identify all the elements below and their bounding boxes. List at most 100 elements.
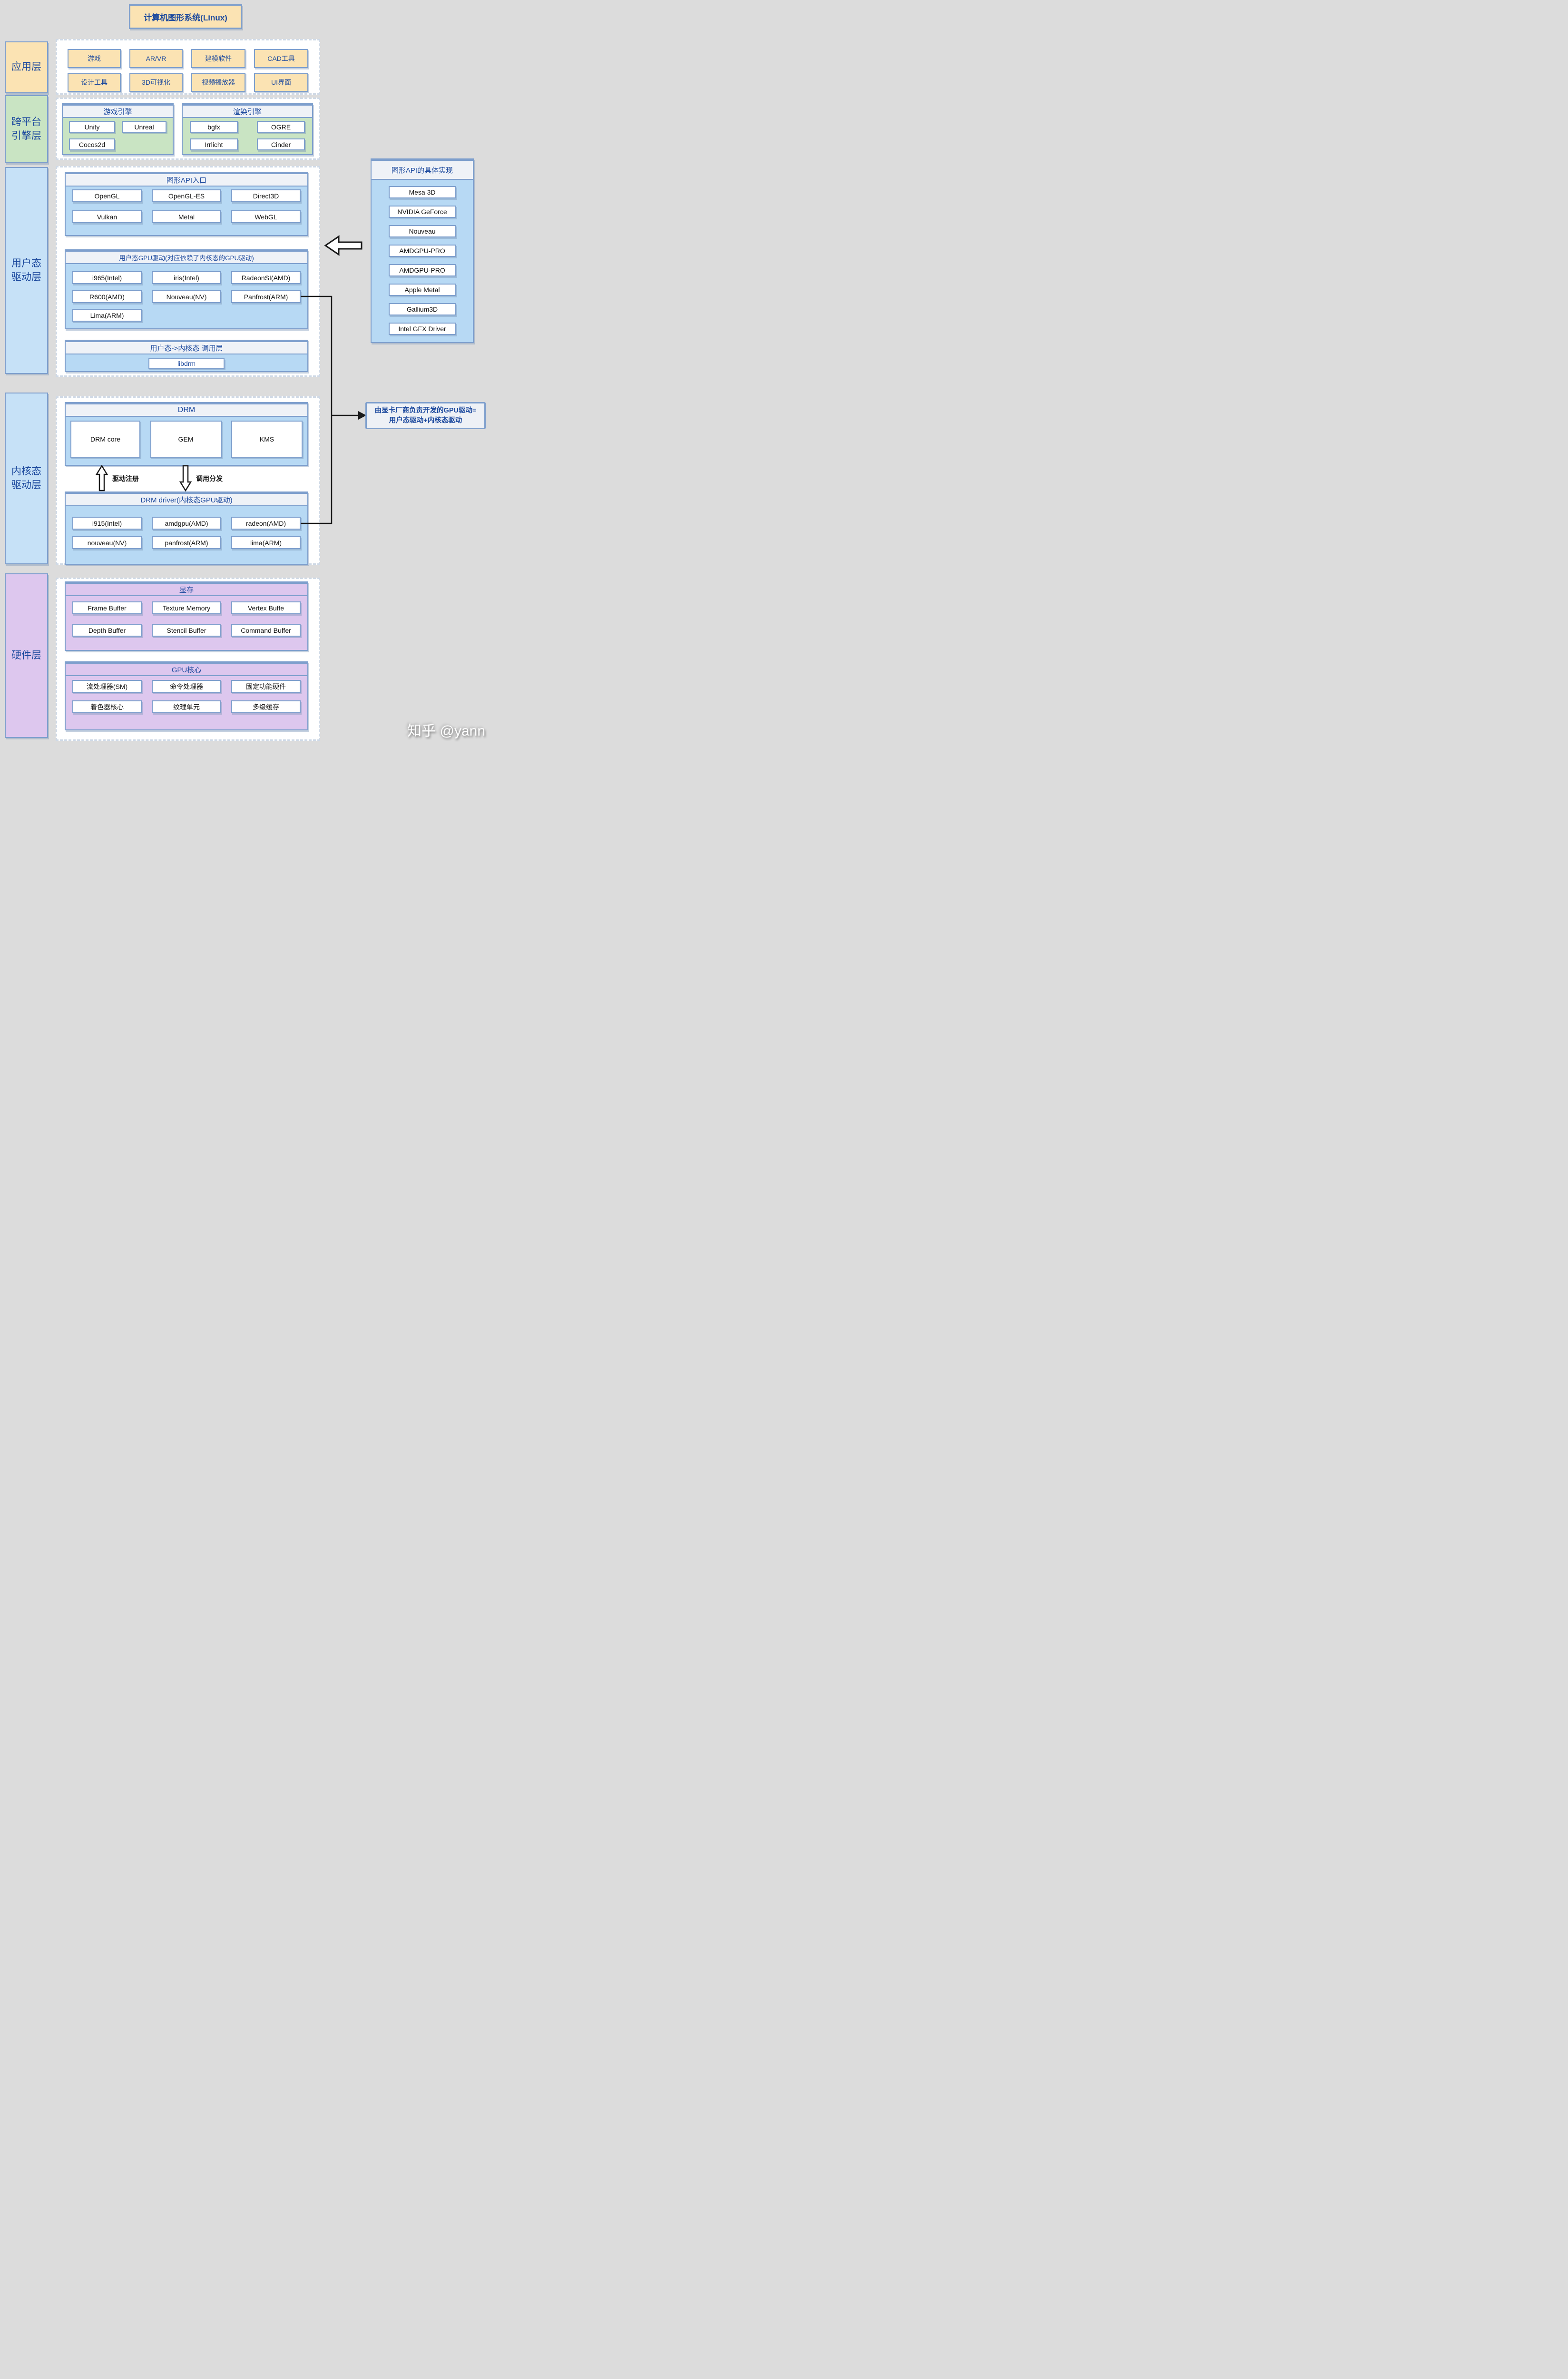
group-title: 游戏引擎 xyxy=(63,106,173,118)
vram-node: Frame Buffer xyxy=(72,601,142,614)
group-title: 用户态->内核态 调用层 xyxy=(66,342,307,354)
side-panel-node: AMDGPU-PRO xyxy=(388,264,456,276)
side-panel-node: Apple Metal xyxy=(388,284,456,296)
engine-node: Irrlicht xyxy=(190,138,238,150)
side-panel-node: Gallium3D xyxy=(388,303,456,315)
left-arrow-icon xyxy=(324,235,363,256)
vram-node: Stencil Buffer xyxy=(152,624,221,637)
libdrm-node: libdrm xyxy=(148,358,225,369)
vendor-driver-annotation: 由显卡厂商负责开发的GPU驱动= 用户态驱动+内核态驱动 xyxy=(365,402,486,429)
side-panel-node: Mesa 3D xyxy=(388,186,456,198)
userspace-driver-node: Lima(ARM) xyxy=(72,309,142,322)
api-implementations-panel: 图形API的具体实现 Mesa 3D NVIDIA GeForce Nouvea… xyxy=(371,158,474,343)
drm-driver-node: panfrost(ARM) xyxy=(152,536,221,549)
vram-node: Depth Buffer xyxy=(72,624,142,637)
gpu-core-node: 多级缓存 xyxy=(231,700,301,713)
userspace-driver-node: Panfrost(ARM) xyxy=(231,290,301,303)
api-node: Direct3D xyxy=(231,189,301,202)
application-layer-section: 游戏 AR/VR 建模软件 CAD工具 设计工具 3D可视化 视频播放器 UI界… xyxy=(56,39,320,95)
side-panel-node: Intel GFX Driver xyxy=(388,323,456,335)
app-node: 3D可视化 xyxy=(129,73,183,92)
userspace-driver-node: R600(AMD) xyxy=(72,290,142,303)
drm-group: DRM DRM core GEM KMS xyxy=(65,402,308,466)
drm-driver-node: amdgpu(AMD) xyxy=(152,517,221,530)
app-node: CAD工具 xyxy=(254,49,308,68)
engine-node: Unreal xyxy=(122,121,167,133)
side-panel-node: NVIDIA GeForce xyxy=(388,206,456,218)
group-title: 图形API的具体实现 xyxy=(372,161,473,180)
engine-node: Cocos2d xyxy=(69,138,115,150)
group-title: 图形API入口 xyxy=(66,174,307,187)
layer-label-userspace: 用户态 驱动层 xyxy=(5,167,48,374)
userspace-driver-node: RadeonSI(AMD) xyxy=(231,271,301,284)
watermark: 知乎 @yann xyxy=(407,723,485,739)
drm-driver-node: radeon(AMD) xyxy=(231,517,301,530)
api-node: Vulkan xyxy=(72,210,142,223)
drm-driver-group: DRM driver(内核态GPU驱动) i915(Intel) amdgpu(… xyxy=(65,492,308,565)
vram-group: 显存 Frame Buffer Texture Memory Vertex Bu… xyxy=(65,581,308,651)
user-kernel-call-layer-group: 用户态->内核态 调用层 libdrm xyxy=(65,340,308,372)
render-engine-group: 渲染引擎 bgfx OGRE Irrlicht Cinder xyxy=(182,103,313,155)
game-engine-group: 游戏引擎 Unity Unreal Cocos2d xyxy=(62,103,174,155)
app-node: UI界面 xyxy=(254,73,308,92)
graphics-api-group: 图形API入口 OpenGL OpenGL-ES Direct3D Vulkan… xyxy=(65,172,308,236)
layer-label-text: 内核态 xyxy=(11,466,41,477)
engine-node: Unity xyxy=(69,121,115,133)
group-title: 用户态GPU驱动(对应依赖了内核态的GPU驱动) xyxy=(66,252,307,264)
api-node: OpenGL-ES xyxy=(152,189,221,202)
vram-node: Command Buffer xyxy=(231,624,301,637)
vram-node: Vertex Buffe xyxy=(231,601,301,614)
api-node: Metal xyxy=(152,210,221,223)
layer-label-text: 驱动层 xyxy=(11,271,41,283)
down-arrow-icon xyxy=(179,465,192,492)
layer-label-text: 驱动层 xyxy=(11,479,41,491)
userspace-driver-node: Nouveau(NV) xyxy=(152,290,221,303)
group-title: GPU核心 xyxy=(66,664,307,676)
diagram-canvas: 计算机图形系统(Linux) 应用层 跨平台 引擎层 用户态 驱动层 内核态 驱… xyxy=(0,0,490,747)
userspace-gpu-driver-group: 用户态GPU驱动(对应依赖了内核态的GPU驱动) i965(Intel) iri… xyxy=(65,249,308,329)
gpu-core-node: 流处理器(SM) xyxy=(72,680,142,693)
call-dispatch-label: 调用分发 xyxy=(196,475,223,482)
engine-node: bgfx xyxy=(190,121,238,133)
annotation-line: 由显卡厂商负责开发的GPU驱动= xyxy=(374,406,477,414)
api-node: OpenGL xyxy=(72,189,142,202)
engine-node: Cinder xyxy=(257,138,305,150)
drm-driver-node: nouveau(NV) xyxy=(72,536,142,549)
userspace-driver-node: i965(Intel) xyxy=(72,271,142,284)
gpu-core-node: 纹理单元 xyxy=(152,700,221,713)
gpu-core-node: 着色器核心 xyxy=(72,700,142,713)
drm-node: DRM core xyxy=(70,421,140,458)
group-title: DRM driver(内核态GPU驱动) xyxy=(66,494,307,506)
app-node: AR/VR xyxy=(129,49,183,68)
app-node: 设计工具 xyxy=(68,73,121,92)
driver-register-label: 驱动注册 xyxy=(112,475,139,482)
layer-label-text: 用户态 xyxy=(11,258,41,269)
group-title: 显存 xyxy=(66,584,307,596)
layer-label-text: 应用层 xyxy=(11,61,41,73)
layer-label-text: 硬件层 xyxy=(11,649,41,661)
userspace-driver-node: iris(Intel) xyxy=(152,271,221,284)
drm-driver-node: lima(ARM) xyxy=(231,536,301,549)
gpu-core-group: GPU核心 流处理器(SM) 命令处理器 固定功能硬件 着色器核心 纹理单元 多… xyxy=(65,661,308,730)
gpu-core-node: 固定功能硬件 xyxy=(231,680,301,693)
layer-label-hardware: 硬件层 xyxy=(5,573,48,738)
app-node: 游戏 xyxy=(68,49,121,68)
side-panel-node: AMDGPU-PRO xyxy=(388,245,456,257)
gpu-core-node: 命令处理器 xyxy=(152,680,221,693)
api-node: WebGL xyxy=(231,210,301,223)
group-title: 渲染引擎 xyxy=(183,106,312,118)
drm-node: GEM xyxy=(150,421,222,458)
engine-node: OGRE xyxy=(257,121,305,133)
layer-label-kernel: 内核态 驱动层 xyxy=(5,393,48,564)
page-title: 计算机图形系统(Linux) xyxy=(129,4,242,29)
layer-label-application: 应用层 xyxy=(5,41,48,93)
drm-driver-node: i915(Intel) xyxy=(72,517,142,530)
vram-node: Texture Memory xyxy=(152,601,221,614)
up-arrow-icon xyxy=(96,465,108,492)
annotation-line: 用户态驱动+内核态驱动 xyxy=(389,416,462,424)
drm-node: KMS xyxy=(231,421,303,458)
side-panel-node: Nouveau xyxy=(388,225,456,237)
layer-label-engine: 跨平台 引擎层 xyxy=(5,95,48,163)
layer-label-text: 跨平台 xyxy=(11,117,41,128)
app-node: 视频播放器 xyxy=(191,73,245,92)
